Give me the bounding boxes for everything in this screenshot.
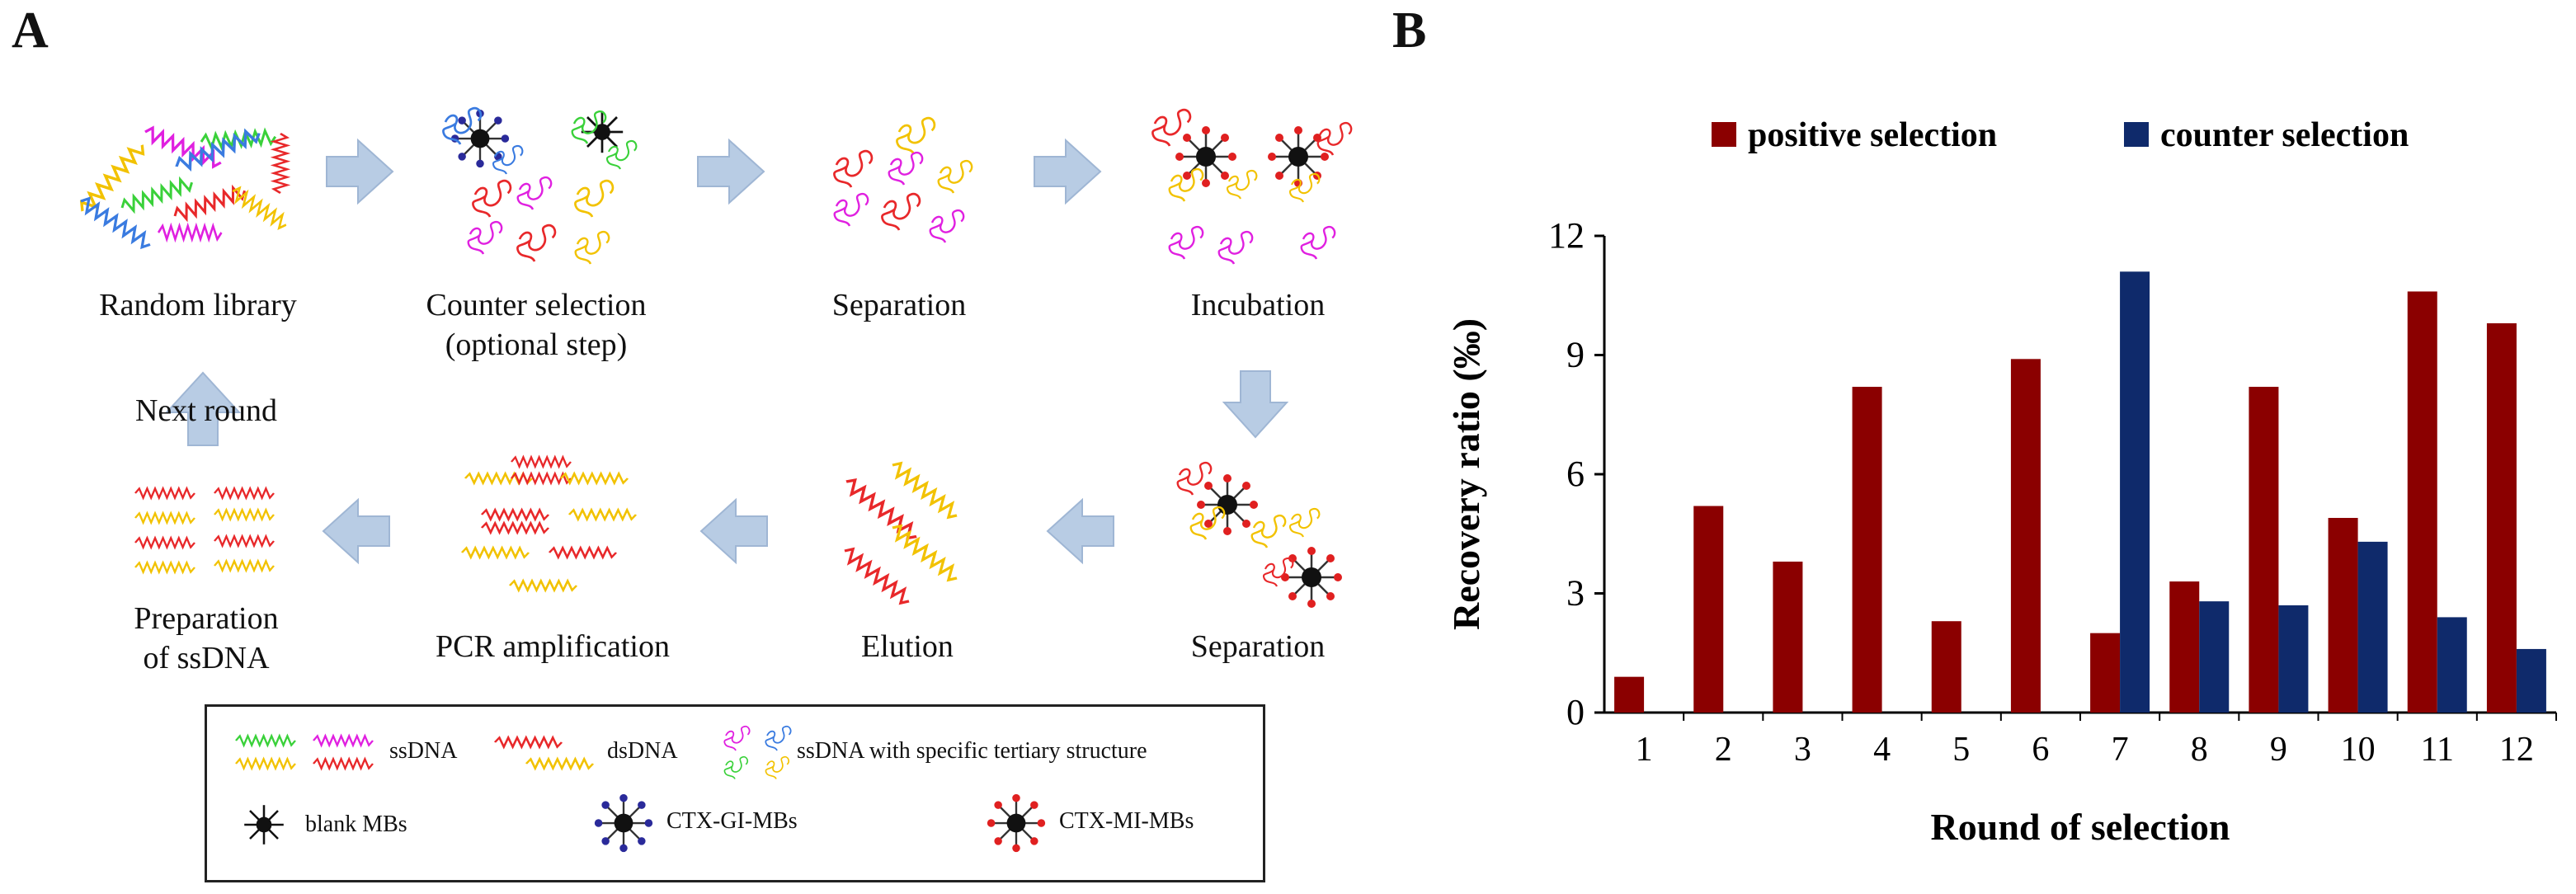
legend-dsdna: dsDNA: [607, 738, 678, 764]
legend-box: [205, 704, 1265, 882]
counter-selection-line1: Counter selection: [426, 288, 647, 322]
preparation-line2: of ssDNA: [143, 641, 270, 675]
arrow-left-icon: [700, 499, 768, 563]
x-axis-title: Round of selection: [1931, 806, 2230, 848]
legend-label-counter: counter selection: [2160, 116, 2409, 154]
y-tick-label: 12: [1548, 215, 1585, 256]
arrow-up-icon: [164, 371, 242, 446]
x-tick-label: 11: [2421, 731, 2454, 769]
random-library-icon: [76, 124, 291, 252]
bar-positive: [2486, 322, 2517, 713]
step-random-library: Random library: [99, 288, 297, 322]
arrow-left-icon: [323, 499, 390, 563]
bar-counter: [2437, 617, 2467, 713]
bar-positive: [2169, 581, 2200, 713]
bar-positive: [1614, 676, 1645, 713]
workflow-diagram: [76, 106, 1353, 854]
x-tick-label: 4: [1873, 731, 1891, 769]
x-tick-label: 9: [2270, 731, 2287, 769]
step-incubation: Incubation: [1190, 288, 1326, 322]
arrow-icon: [697, 139, 765, 204]
bar-counter: [2199, 601, 2230, 713]
legend-ctx-mi: CTX-MI-MBs: [1059, 808, 1194, 834]
counter-selection-icon: [442, 106, 638, 266]
y-tick-label: 6: [1566, 454, 1585, 494]
panel-b-letter: B: [1392, 2, 1427, 59]
bar-positive: [2010, 359, 2041, 713]
legend-ssdna: ssDNA: [389, 738, 458, 764]
arrow-icon: [1034, 139, 1101, 204]
legend-tertiary: ssDNA with specific tertiary structure: [797, 738, 1147, 764]
panel-a-letter: A: [12, 2, 49, 59]
step-elution: Elution: [861, 629, 954, 664]
step-separation-bottom: Separation: [1190, 629, 1326, 664]
bar-positive: [2249, 387, 2279, 713]
bar-counter: [2120, 271, 2150, 713]
preparation-icon: [134, 487, 275, 573]
y-axis-title: Recovery ratio (‰): [1445, 318, 1487, 630]
step-next-round: Next round: [134, 393, 278, 428]
legend-swatch-counter: [2124, 122, 2149, 147]
x-tick-label: 1: [1636, 731, 1653, 769]
x-tick-label: 12: [2499, 731, 2534, 769]
x-tick-label: 3: [1794, 731, 1811, 769]
step-separation-top: Separation: [831, 288, 967, 322]
bar-positive: [2407, 291, 2437, 713]
bar-positive: [2328, 517, 2358, 713]
x-tick-label: 8: [2191, 731, 2208, 769]
counter-selection-line2: (optional step): [445, 327, 628, 362]
x-tick-label: 2: [1715, 731, 1732, 769]
x-tick-label: 7: [2112, 731, 2129, 769]
legend-label-positive: positive selection: [1748, 116, 1997, 154]
step-counter-selection: Counter selection (optional step): [388, 285, 685, 365]
arrow-icon: [326, 139, 393, 204]
x-tick-label: 6: [2032, 731, 2049, 769]
bar-positive: [1931, 621, 1961, 713]
bar-positive: [2090, 633, 2121, 713]
arrow-down-icon: [1223, 370, 1288, 438]
bar-positive: [1852, 387, 1882, 713]
incubation-icon: [1151, 108, 1353, 266]
y-tick-label: 9: [1566, 335, 1585, 375]
arrow-left-icon: [1047, 499, 1114, 563]
y-tick-label: 0: [1566, 692, 1585, 732]
step-preparation: Preparation of ssDNA: [66, 599, 346, 678]
bar-positive: [1693, 506, 1724, 713]
bar-counter: [2278, 605, 2309, 713]
x-tick-label: 5: [1952, 731, 1970, 769]
x-tick-label: 10: [2341, 731, 2376, 769]
bar-counter: [2357, 541, 2388, 713]
bar-positive: [1773, 561, 1803, 713]
elution-icon: [839, 459, 963, 608]
separation-top-icon: [833, 116, 973, 244]
pcr-icon: [460, 456, 638, 591]
separation-bottom-icon: [1176, 461, 1344, 609]
preparation-line1: Preparation: [134, 601, 279, 636]
legend-blank-mbs: blank MBs: [305, 812, 407, 837]
legend-swatch-positive: [1712, 122, 1736, 147]
bar-counter: [2516, 648, 2546, 713]
step-pcr: PCR amplification: [436, 629, 670, 664]
legend-ctx-gi: CTX-GI-MBs: [666, 808, 798, 834]
y-tick-label: 3: [1566, 573, 1585, 614]
